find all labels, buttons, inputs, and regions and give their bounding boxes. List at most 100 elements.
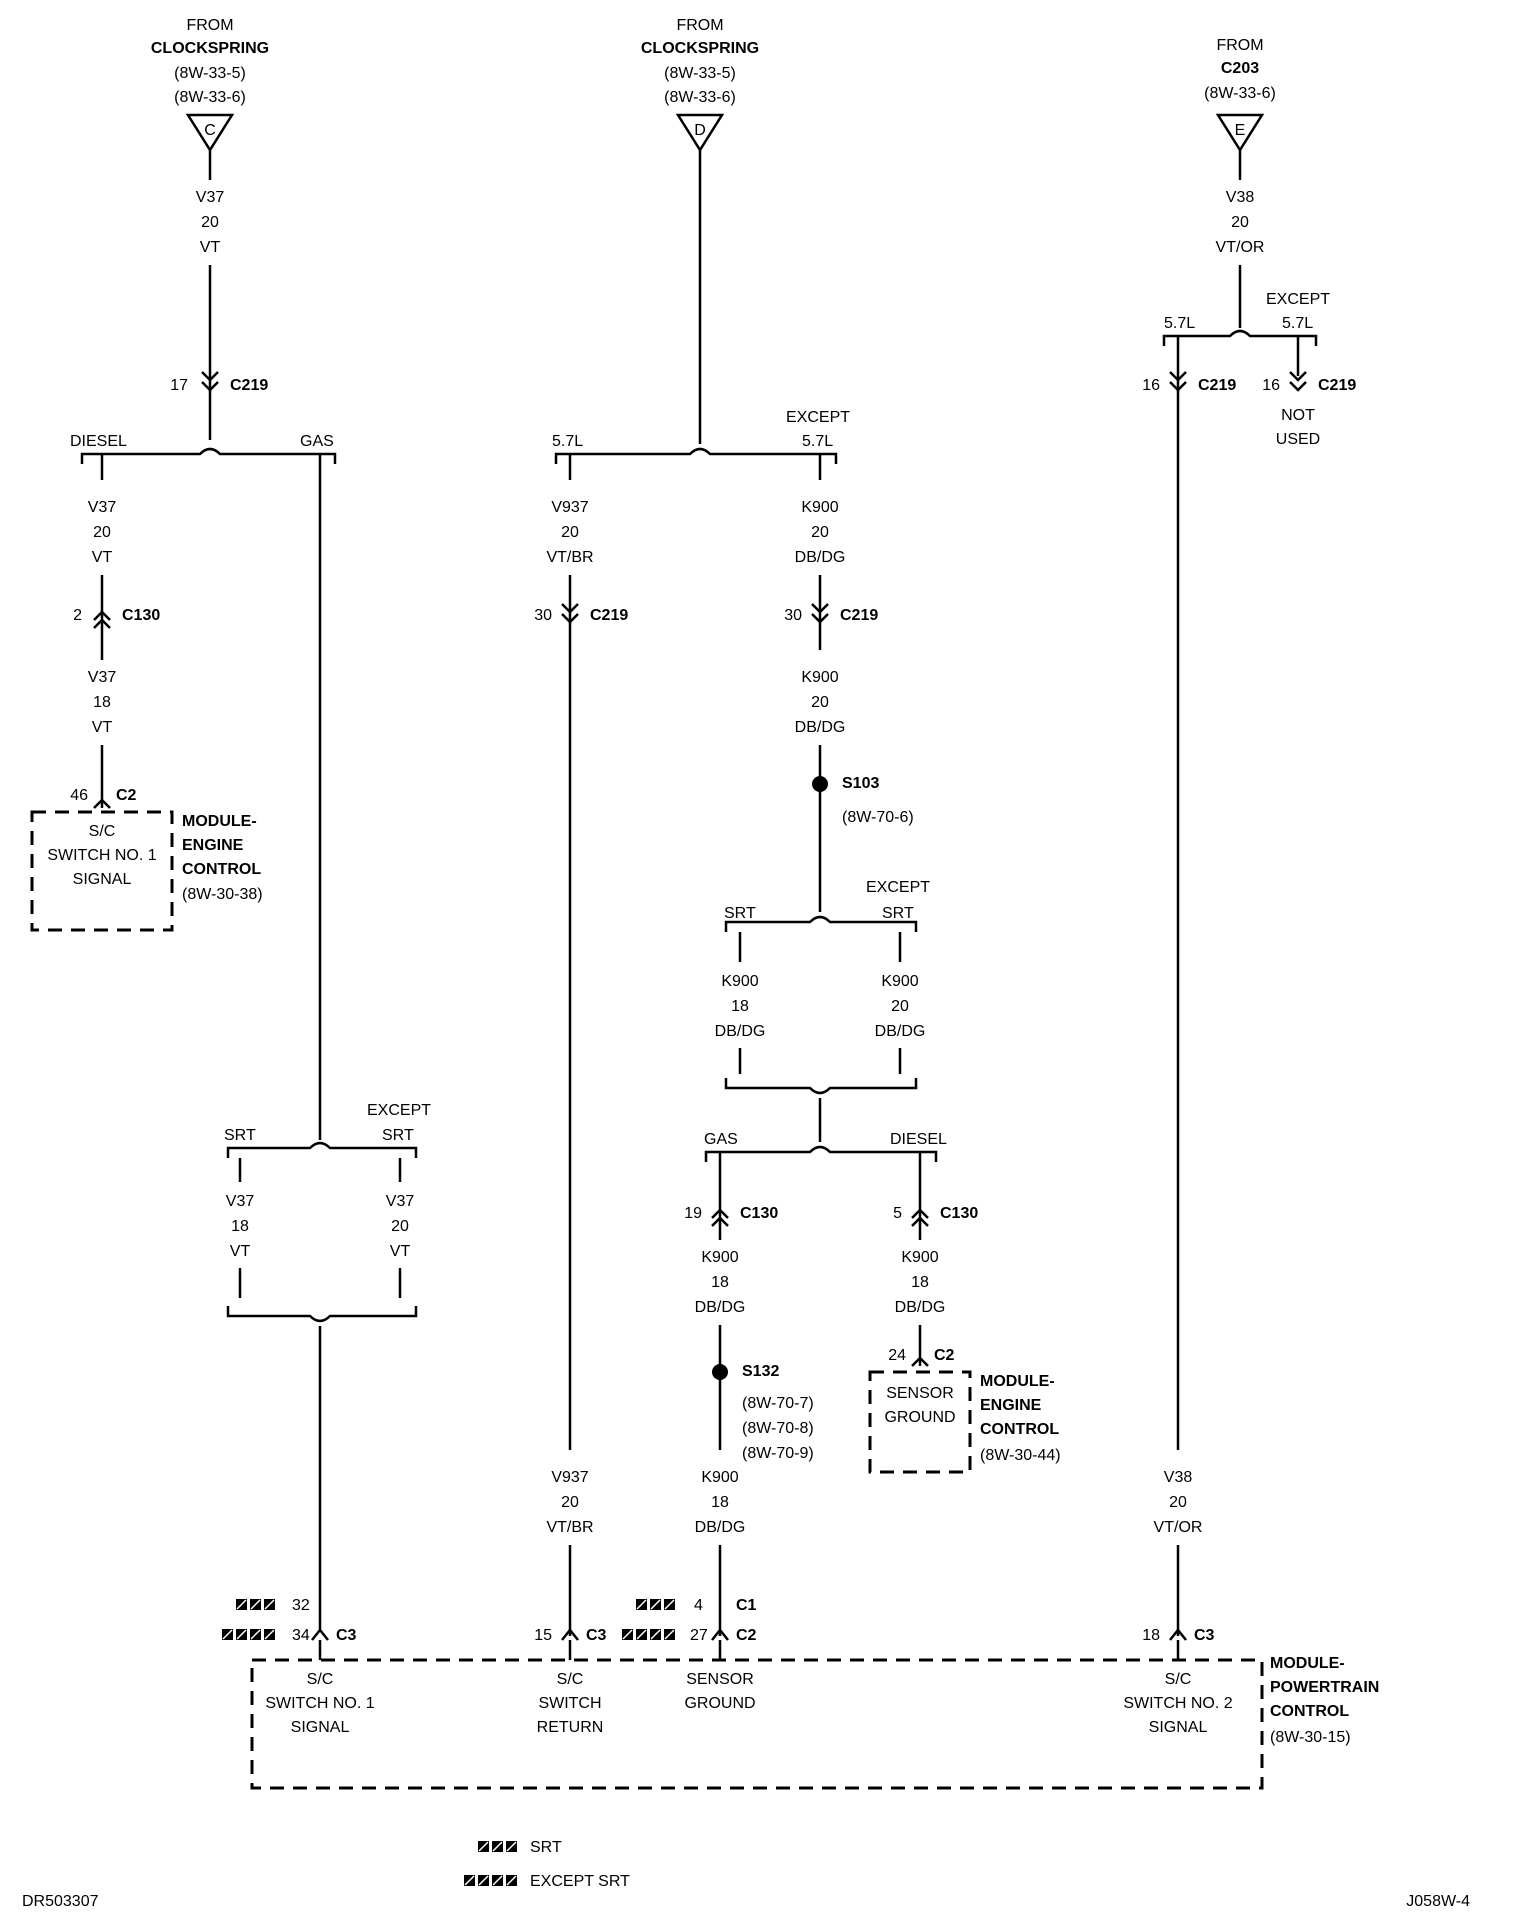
- svg-text:20: 20: [1169, 1494, 1187, 1511]
- splice-s103-label: S103: [842, 775, 879, 792]
- svg-text:20: 20: [93, 524, 111, 541]
- source-d-name: CLOCKSPRING: [641, 40, 759, 57]
- svg-text:19: 19: [684, 1205, 702, 1222]
- pcm-name1: MODULE-: [1270, 1655, 1345, 1672]
- svg-text:VT: VT: [200, 239, 221, 256]
- svg-text:VT: VT: [230, 1243, 251, 1260]
- branch-srt-left: [226, 1141, 418, 1158]
- source-c: FROM CLOCKSPRING (8W-33-5) (8W-33-6) C: [151, 17, 269, 153]
- svg-text:C2: C2: [736, 1627, 757, 1644]
- wire-label: K900 18 DB/DG: [695, 1249, 746, 1316]
- ecm2-name1: MODULE-: [980, 1373, 1055, 1390]
- branch-gas-mid-label: GAS: [704, 1131, 738, 1148]
- connector-c130-5: 5 C130: [893, 1205, 978, 1227]
- svg-text:20: 20: [201, 214, 219, 231]
- pcm-ref: (8W-30-15): [1270, 1729, 1351, 1746]
- pcm-f1-l3: SIGNAL: [291, 1719, 350, 1736]
- svg-text:18: 18: [731, 998, 749, 1015]
- branch-57l: [554, 447, 838, 464]
- wire-label: V38 20 VT/OR: [1154, 1469, 1203, 1536]
- svg-text:VT/OR: VT/OR: [1154, 1519, 1203, 1536]
- source-d-ref2: (8W-33-6): [664, 89, 736, 106]
- svg-text:K900: K900: [721, 973, 758, 990]
- svg-text:DB/DG: DB/DG: [695, 1519, 746, 1536]
- svg-text:C219: C219: [1318, 377, 1356, 394]
- svg-text:K900: K900: [901, 1249, 938, 1266]
- svg-text:18: 18: [93, 694, 111, 711]
- legend-srt: SRT: [530, 1839, 562, 1856]
- svg-text:32: 32: [292, 1597, 310, 1614]
- connector-c219-30b: 30 C219: [784, 603, 878, 624]
- svg-text:C2: C2: [934, 1347, 955, 1364]
- pcm-f4-l1: S/C: [1165, 1671, 1192, 1688]
- svg-text:20: 20: [891, 998, 909, 1015]
- source-e-letter: E: [1235, 122, 1246, 139]
- svg-text:4: 4: [694, 1597, 703, 1614]
- source-e-triangle: [1215, 113, 1265, 153]
- svg-text:20: 20: [561, 524, 579, 541]
- source-c-ref2: (8W-33-6): [174, 89, 246, 106]
- ecm1-name2: ENGINE: [182, 837, 244, 854]
- svg-text:V37: V37: [226, 1193, 255, 1210]
- svg-text:16: 16: [1262, 377, 1280, 394]
- pcm-f1-l2: SWITCH NO. 1: [265, 1695, 374, 1712]
- source-c-triangle: [185, 113, 235, 153]
- branch-except-label: EXCEPT: [367, 1102, 431, 1119]
- wire-label: K900 20 DB/DG: [795, 499, 846, 566]
- branch-srt-middle-join: [724, 1078, 918, 1095]
- svg-text:DB/DG: DB/DG: [715, 1023, 766, 1040]
- svg-text:17: 17: [170, 377, 188, 394]
- footer-right-code: J058W-4: [1406, 1893, 1470, 1910]
- svg-text:C219: C219: [1198, 377, 1236, 394]
- svg-text:K900: K900: [801, 499, 838, 516]
- svg-text:DB/DG: DB/DG: [795, 719, 846, 736]
- pcm-name3: CONTROL: [1270, 1703, 1349, 1720]
- svg-text:V37: V37: [386, 1193, 415, 1210]
- connector-c3-18: 18 C3: [1142, 1627, 1214, 1644]
- svg-text:20: 20: [811, 694, 829, 711]
- source-d: FROM CLOCKSPRING (8W-33-5) (8W-33-6) D: [641, 17, 759, 153]
- connector-c1-4-c2-27: 4 C1 27 C2: [622, 1597, 757, 1644]
- footer-left-code: DR503307: [22, 1893, 99, 1910]
- svg-text:18: 18: [1142, 1627, 1160, 1644]
- connector-c130-19: 19 C130: [684, 1205, 778, 1227]
- source-e-ref1: (8W-33-6): [1204, 85, 1276, 102]
- svg-text:V38: V38: [1226, 189, 1255, 206]
- ecm-module-box-2: [868, 1370, 972, 1474]
- legend-except-srt-marker: [464, 1875, 517, 1886]
- svg-text:18: 18: [711, 1494, 729, 1511]
- svg-text:V937: V937: [551, 1469, 588, 1486]
- not-used-line2: USED: [1276, 431, 1320, 448]
- svg-text:30: 30: [534, 607, 552, 624]
- source-c-from: FROM: [186, 17, 233, 34]
- ecm1-line1: S/C: [89, 823, 116, 840]
- svg-text:V37: V37: [88, 669, 117, 686]
- splice-s103: [812, 776, 828, 792]
- connector-c130-2: 2 C130: [73, 607, 160, 629]
- svg-text:DB/DG: DB/DG: [895, 1299, 946, 1316]
- branch-srt-left-join: [226, 1306, 418, 1323]
- connector-c3-15: 15 C3: [534, 1627, 606, 1644]
- svg-text:20: 20: [1231, 214, 1249, 231]
- svg-text:C130: C130: [122, 607, 160, 624]
- connector-c219-16a: 16 C219: [1142, 371, 1236, 394]
- svg-text:VT: VT: [390, 1243, 411, 1260]
- splice-s132-ref1: (8W-70-7): [742, 1395, 814, 1412]
- pcm-f3-l1: SENSOR: [686, 1671, 754, 1688]
- svg-text:C3: C3: [586, 1627, 607, 1644]
- ecm2-ref: (8W-30-44): [980, 1447, 1061, 1464]
- branch-except-right-label: EXCEPT: [1266, 291, 1330, 308]
- wire-label: K900 18 DB/DG: [715, 973, 766, 1040]
- branch-srt-label: SRT: [224, 1127, 256, 1144]
- svg-text:24: 24: [888, 1347, 906, 1364]
- branch-57l-label: 5.7L: [552, 433, 583, 450]
- wire-label: V37 20 VT: [386, 1193, 415, 1260]
- svg-text:C3: C3: [1194, 1627, 1215, 1644]
- pcm-name2: POWERTRAIN: [1270, 1679, 1379, 1696]
- source-c-letter: C: [204, 122, 216, 139]
- pcm-f4-l2: SWITCH NO. 2: [1123, 1695, 1232, 1712]
- svg-text:5: 5: [893, 1205, 902, 1222]
- pcm-f2-l1: S/C: [557, 1671, 584, 1688]
- source-d-letter: D: [694, 122, 706, 139]
